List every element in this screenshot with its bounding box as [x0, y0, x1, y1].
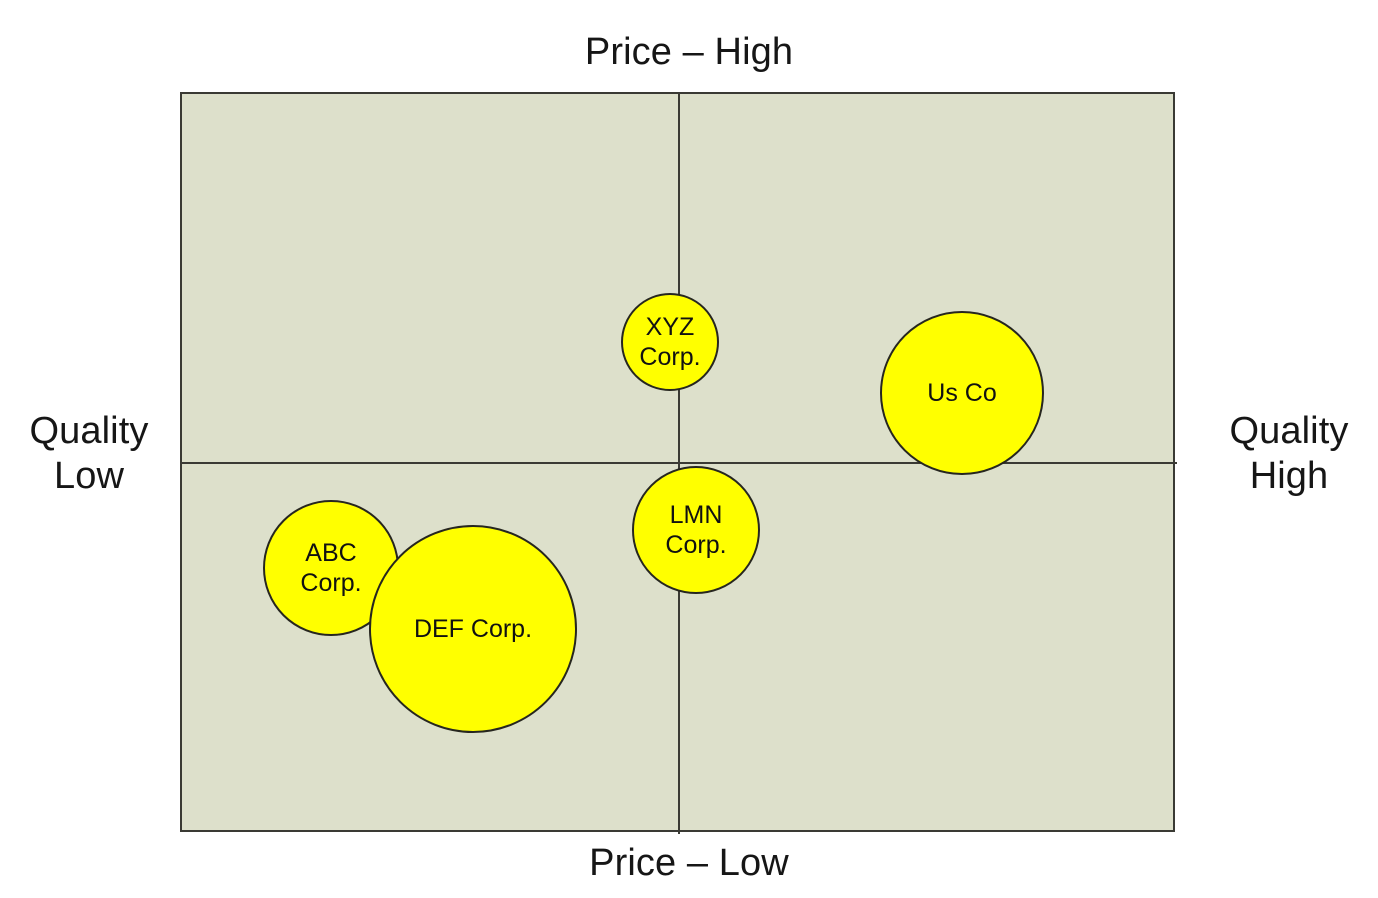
bubble-label: XYZ Corp. [639, 312, 701, 372]
bubble-def-corp[interactable]: DEF Corp. [369, 525, 577, 733]
quadrant-divider-vertical [678, 94, 680, 834]
bubble-xyz-corp[interactable]: XYZ Corp. [621, 293, 719, 391]
bubble-label: Us Co [927, 378, 997, 407]
axis-label-left: Quality Low [29, 410, 149, 497]
quadrant-matrix-plot-area [180, 92, 1177, 834]
bubble-label: DEF Corp. [413, 614, 533, 643]
bubble-label: ABC Corp. [300, 538, 362, 598]
axis-label-top: Price – High [584, 31, 794, 73]
axis-label-bottom: Price – Low [589, 842, 789, 884]
axis-label-right: Quality High [1229, 410, 1349, 497]
bubble-lmn-corp[interactable]: LMN Corp. [632, 466, 760, 594]
quadrant-divider-horizontal [182, 462, 1177, 464]
bubble-us-co[interactable]: Us Co [880, 311, 1044, 475]
bubble-label: LMN Corp. [665, 500, 727, 560]
